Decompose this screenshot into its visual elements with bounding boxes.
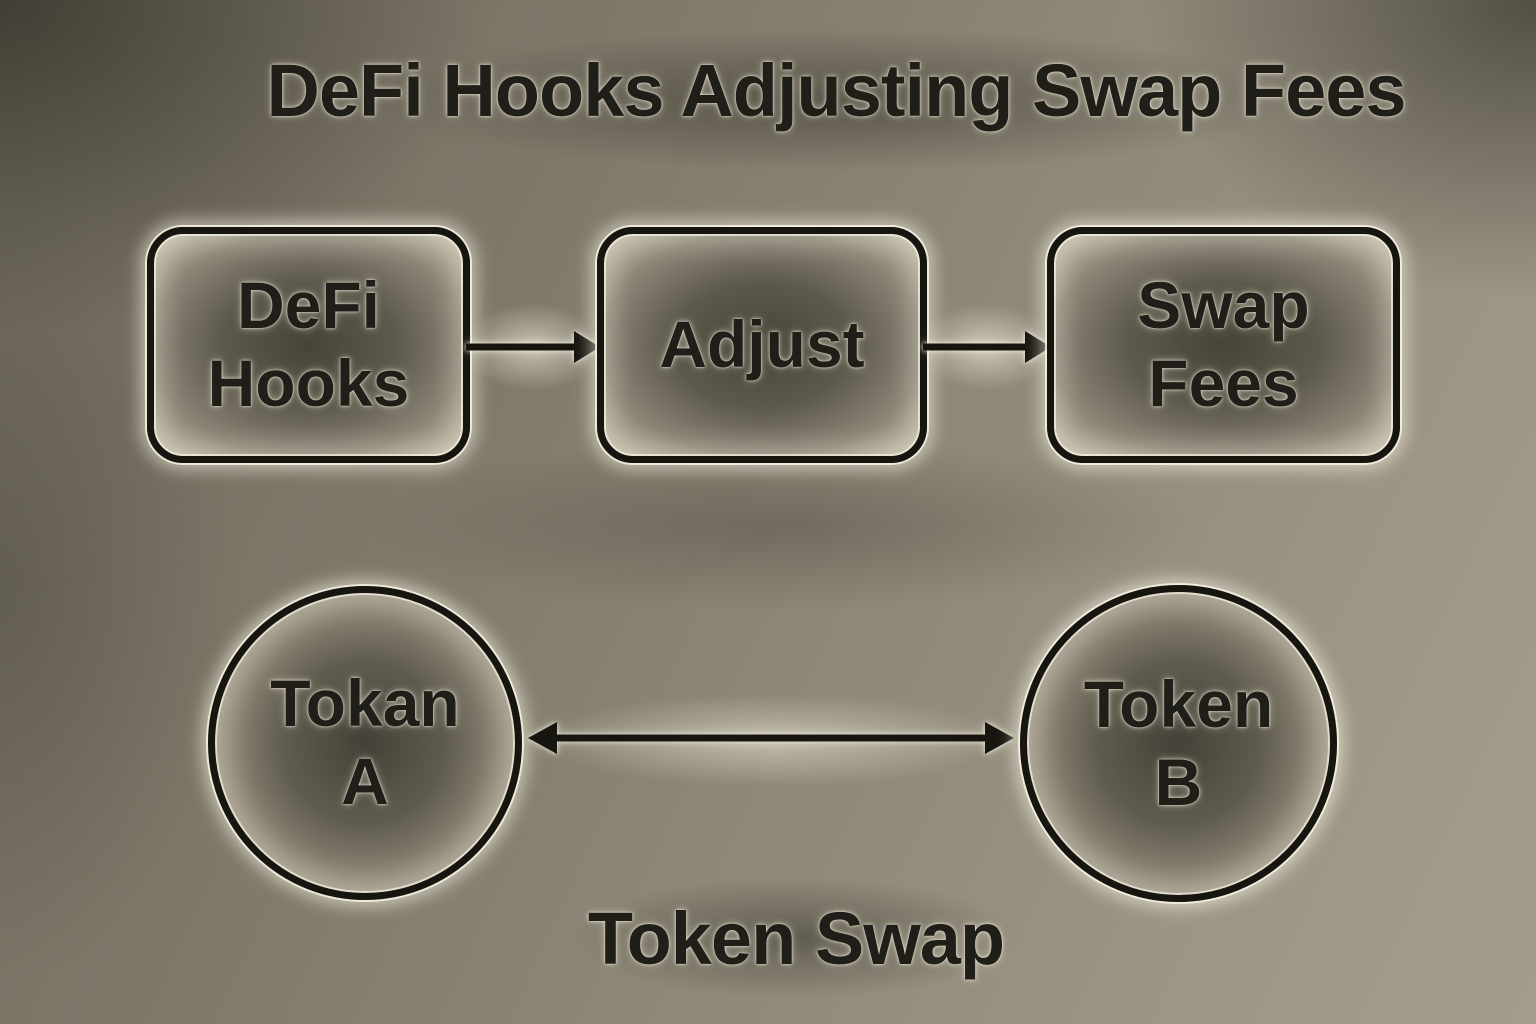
flow-node-adjust: Adjust	[597, 227, 927, 463]
flow-node-swap-fees-label: Swap Fees	[1137, 268, 1310, 420]
arrow-head-right-icon	[985, 722, 1014, 754]
diagram-title: DeFi Hooks Adjusting Swap Fees	[266, 49, 1406, 132]
arrow-head-left-icon	[528, 722, 557, 754]
token-node-b: Token B	[1020, 585, 1337, 902]
arrow-defi-hooks-to-adjust	[466, 331, 600, 363]
arrow-token-a-to-token-b	[528, 722, 1014, 754]
token-node-a: Tokan A	[208, 586, 522, 900]
arrow-head-icon	[1025, 331, 1051, 363]
token-node-a-label: Tokan A	[270, 666, 460, 818]
flow-node-defi-hooks-label: DeFi Hooks	[207, 268, 410, 420]
flow-node-adjust-label: Adjust	[659, 307, 865, 382]
flow-node-defi-hooks: DeFi Hooks	[147, 227, 470, 463]
arrow-head-icon	[574, 331, 600, 363]
flow-node-swap-fees: Swap Fees	[1047, 227, 1400, 463]
arrow-adjust-to-swap-fees	[923, 331, 1051, 363]
token-node-b-label: Token B	[1083, 666, 1274, 819]
diagram-caption: Token Swap	[587, 897, 1005, 980]
